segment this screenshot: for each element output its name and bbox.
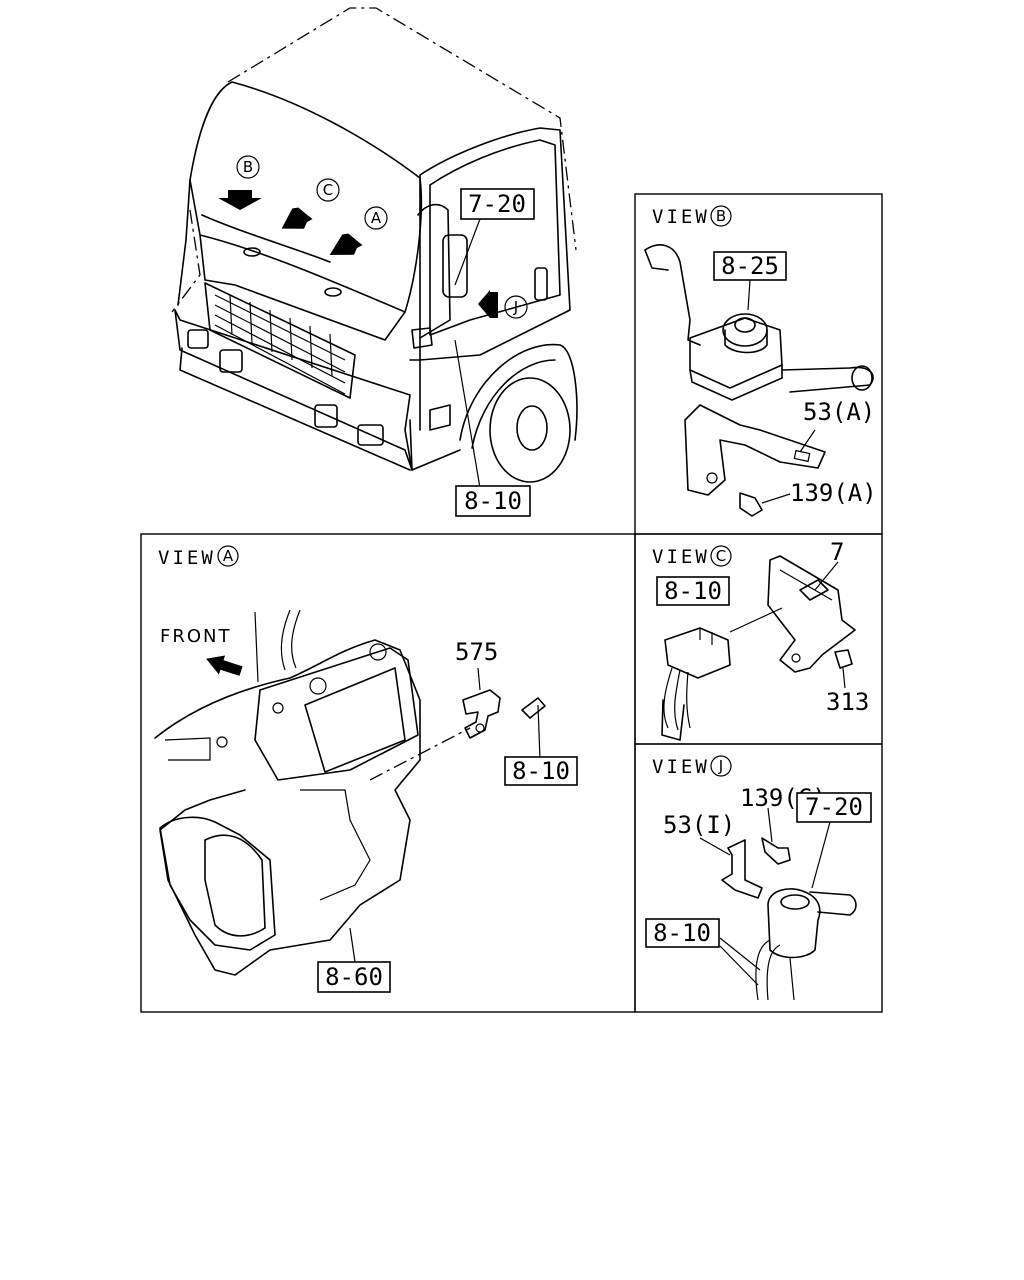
label-8-25: 8-25 [721,252,779,280]
view-j-frame [634,743,883,1013]
label-7-20: 7-20 [468,190,526,218]
marker-c: C [323,181,333,199]
label-box-7-20-j [796,792,872,823]
label-313: 313 [826,688,869,716]
label-53i: 53(I) [663,811,735,839]
view-j-letter: J [718,757,723,775]
label-box-8-10-j [645,918,720,948]
label-139a: 139(A) [790,479,877,507]
label-8-10-a: 8-10 [512,757,570,785]
marker-j: J [513,298,518,316]
label-box-8-25 [713,251,787,281]
label-8-60: 8-60 [325,963,383,991]
view-a-title: VIEW [158,547,216,569]
label-7-20-j: 7-20 [805,793,863,821]
label-8-10-j: 8-10 [653,919,711,947]
view-markers: B C A J [236,155,528,319]
view-a-letter: A [223,547,234,565]
label-53a: 53(A) [803,398,875,426]
label-box-8-10 [455,485,531,517]
marker-a: A [371,209,382,227]
label-7: 7 [830,538,844,566]
main-labels: 7-20 8-10 [454,188,535,517]
label-box-7-20 [460,188,535,220]
panel-frames [140,193,883,1013]
truck-cab-drawing [171,7,578,489]
view-c-letter: C [716,547,726,565]
label-box-8-10-c [656,576,730,606]
label-box-8-60 [317,961,391,993]
view-b-title: VIEW [652,206,710,228]
view-c-title: VIEW [652,546,710,568]
label-575: 575 [455,638,498,666]
view-b: VIEW B 8-25 53(A) 139(A) [644,205,877,517]
view-j: VIEW J 139(C) 53(I) 7-20 8-10 [645,755,872,1001]
view-a: VIEW A FRONT 575 8-10 8-60 [154,545,578,993]
front-label: FRONT [160,626,232,647]
label-box-8-10-a [504,756,578,786]
marker-b: B [243,158,253,176]
view-c: VIEW C 7 8-10 313 [652,538,869,741]
label-8-10: 8-10 [464,487,522,515]
view-j-title: VIEW [652,756,710,778]
front-arrow [206,655,243,676]
label-8-10-c: 8-10 [664,577,722,605]
view-b-letter: B [716,207,726,225]
